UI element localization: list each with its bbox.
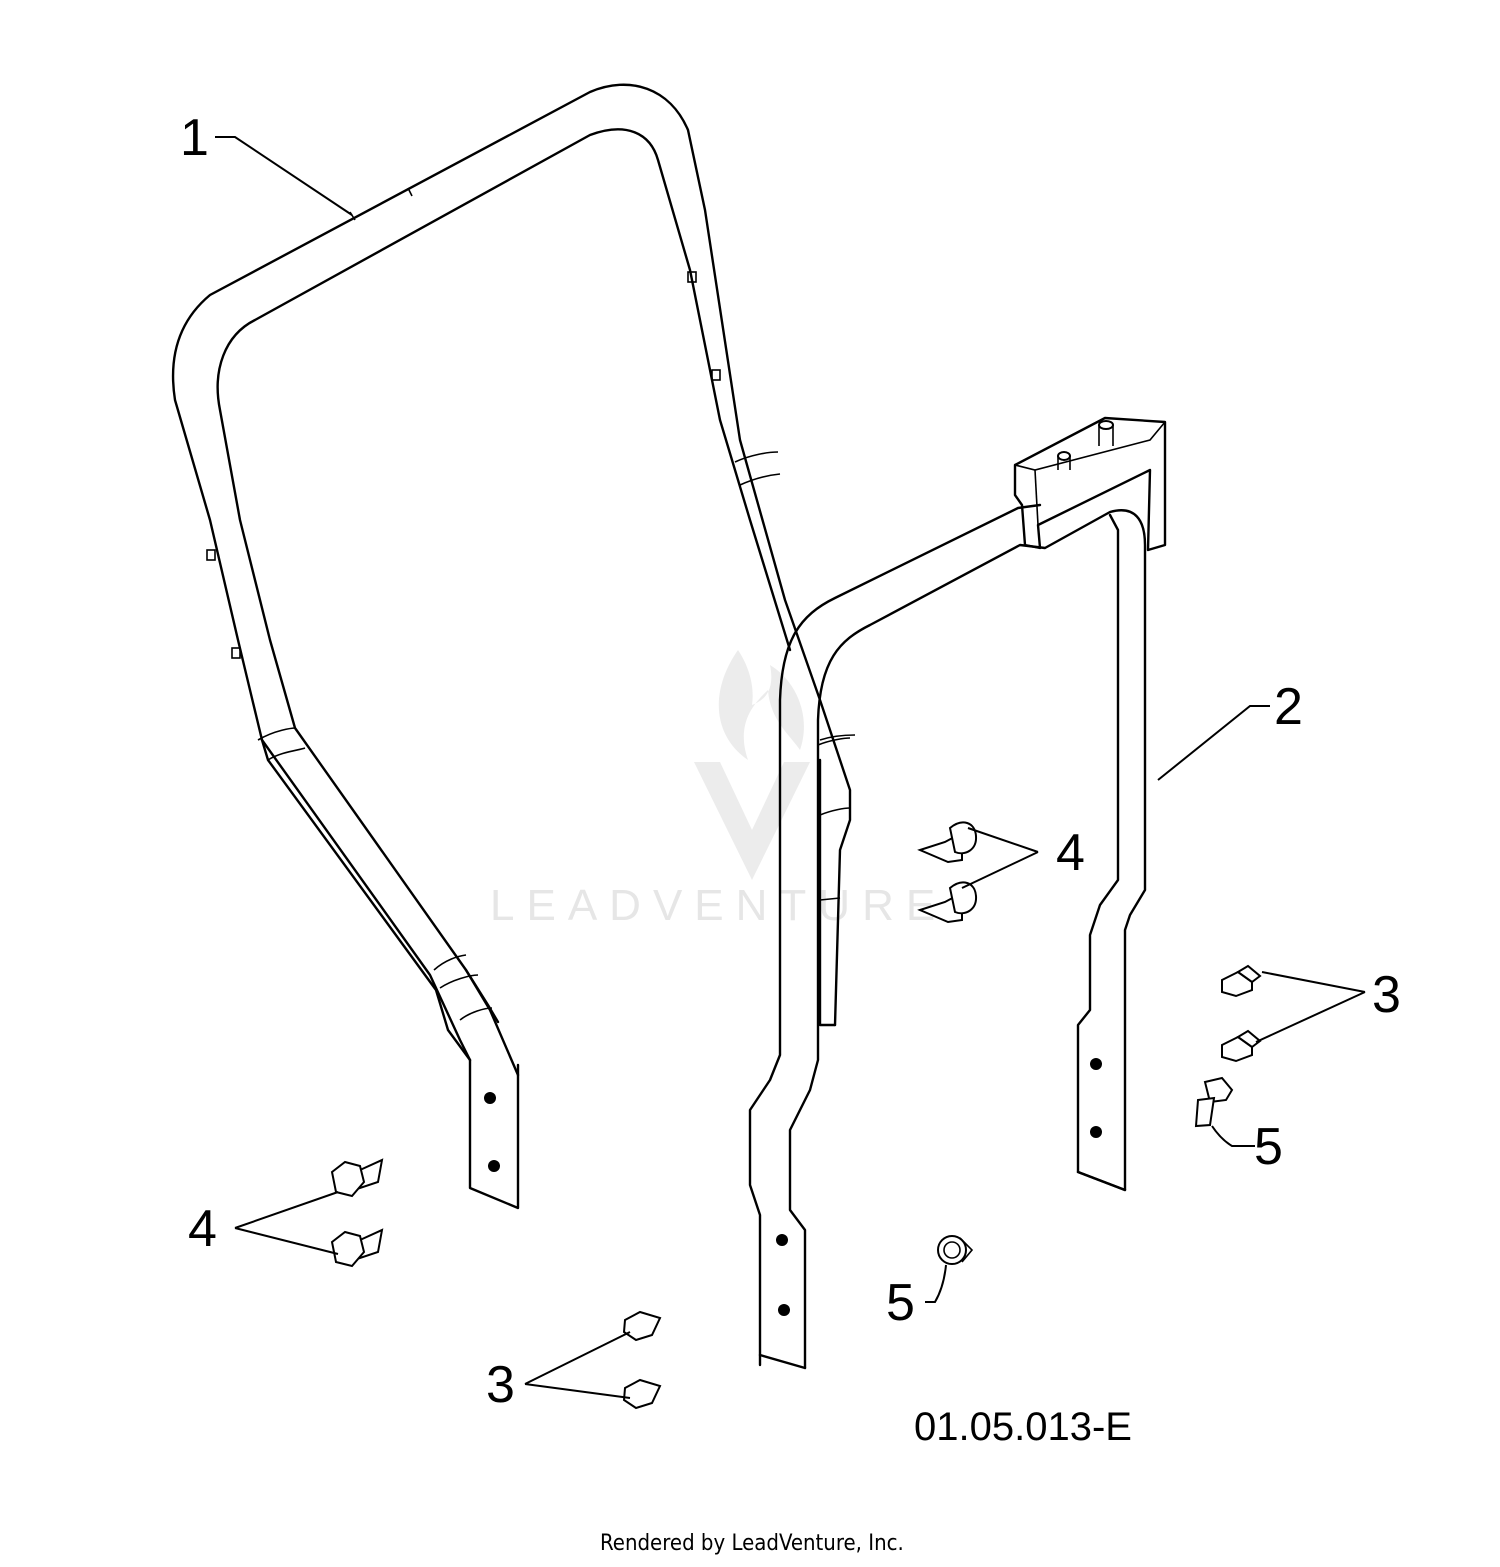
watermark-text: LEADVENTURE <box>490 881 947 930</box>
part-2-lower-frame <box>748 416 1167 1370</box>
watermark-v-icon <box>694 762 810 880</box>
callout-5-left-label: 5 <box>886 1274 915 1332</box>
callout-2-label: 2 <box>1274 678 1303 736</box>
watermark-flame-icon <box>718 650 804 760</box>
diagram-code: 01.05.013-E <box>914 1405 1132 1449</box>
callout-3-right-label: 3 <box>1372 966 1401 1024</box>
bolt-4-lower <box>330 1158 384 1268</box>
callout-4-lower-label: 4 <box>188 1200 217 1258</box>
watermark: LEADVENTURE <box>490 650 947 930</box>
render-credit: Rendered by LeadVenture, Inc. <box>600 1531 904 1556</box>
callout-4-upper-label: 4 <box>1056 824 1085 882</box>
callout-5-right-label: 5 <box>1254 1118 1283 1176</box>
bolt-4-upper <box>917 821 978 924</box>
leader-lines <box>215 136 1366 1399</box>
screw-5-right <box>1194 1076 1234 1128</box>
nut-3-left <box>622 1310 662 1410</box>
callout-3-left-label: 3 <box>486 1356 515 1414</box>
screw-5-left <box>937 1235 974 1265</box>
part-1-upper-frame <box>171 83 852 1210</box>
callout-1-label: 1 <box>180 109 209 167</box>
nut-3-right <box>1221 964 1262 1063</box>
callouts: 1 2 3 3 4 4 5 5 <box>180 109 1401 1414</box>
